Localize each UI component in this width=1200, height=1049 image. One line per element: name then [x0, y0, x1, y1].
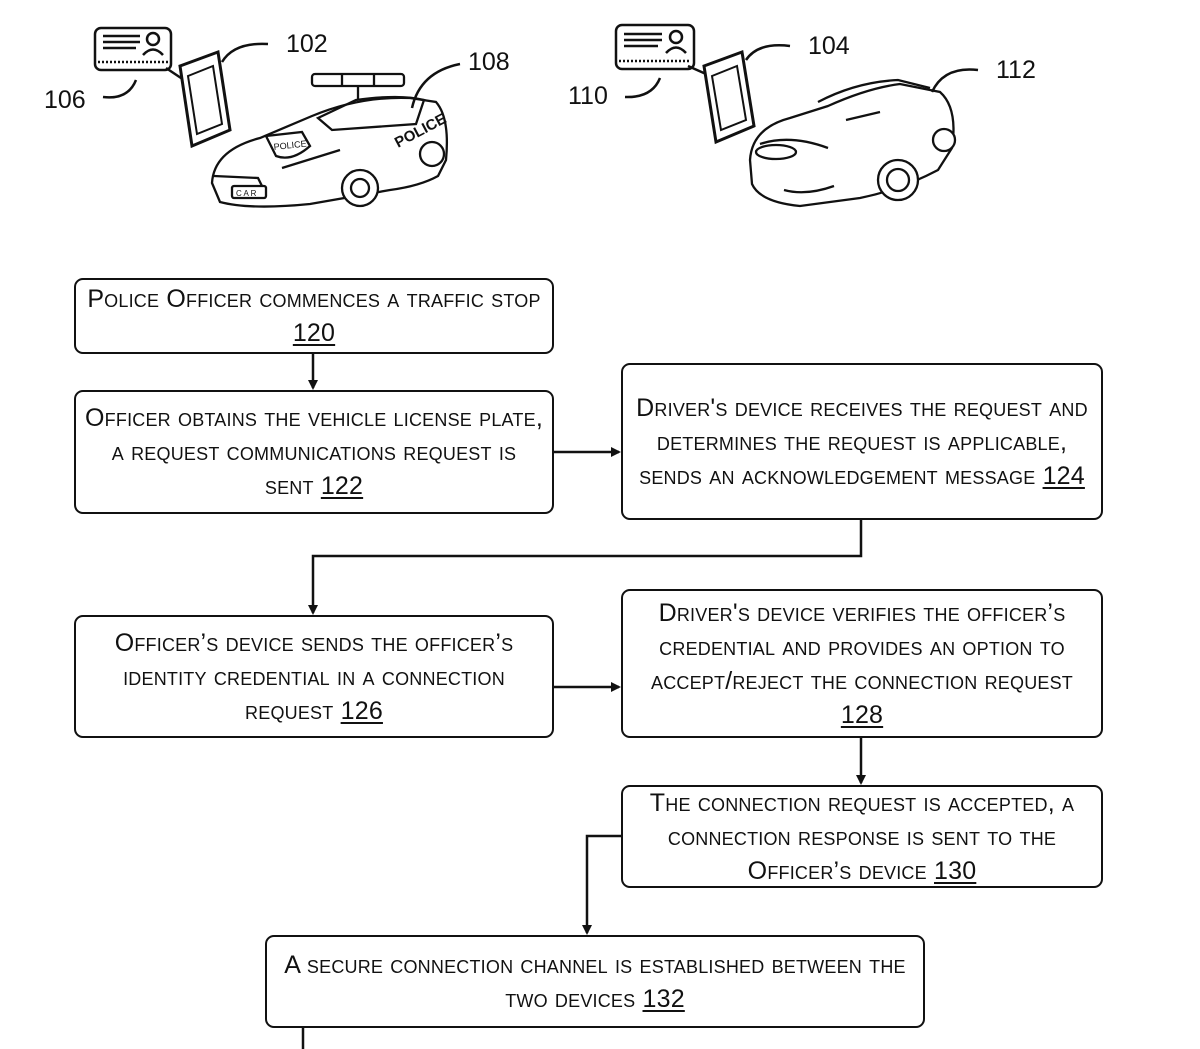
step-122-ref: 122 [320, 472, 364, 500]
step-128-ref: 128 [840, 700, 884, 729]
step-120-box: Police Officer commences a traffic stop 1… [74, 278, 554, 354]
step-128-text: Driver's device verifies the officer’s c… [650, 598, 1073, 695]
police-leader-108 [410, 62, 461, 109]
police-tablet-icon [178, 49, 232, 149]
step-126-box: Officer’s device sends the officer’s ide… [74, 615, 554, 738]
step-120-ref: 120 [292, 319, 336, 347]
step-124-text: Driver's device receives the request and… [636, 393, 1088, 490]
step-122-box: Officer obtains the vehicle license plat… [74, 390, 554, 514]
driver-id-card-icon [614, 23, 696, 71]
police-id-card-icon [93, 26, 173, 72]
step-128-box: Driver's device verifies the officer’s c… [621, 589, 1103, 738]
step-126-ref: 126 [340, 696, 383, 725]
step-126-text: Officer’s device sends the officer’s ide… [114, 628, 514, 725]
driver-tablet-icon [702, 49, 756, 145]
ref-label-110: 110 [568, 82, 608, 110]
driver-card-link [687, 64, 707, 76]
ref-label-104: 104 [808, 32, 850, 60]
arrow-124-to-126 [308, 519, 863, 615]
step-120-text: Police Officer commences a traffic stop [87, 285, 541, 313]
arrow-130-to-132 [582, 834, 623, 935]
ref-label-106: 106 [44, 86, 86, 114]
ref-label-108: 108 [468, 48, 510, 76]
driver-leader-112 [930, 68, 979, 93]
police-leader-106 [102, 79, 138, 99]
step-132-text: A secure connection channel is establish… [284, 950, 906, 1013]
police-badge-text: POLICE [273, 139, 307, 152]
ref-label-102: 102 [286, 30, 328, 58]
step-130-text: The connection request is accepted, a co… [649, 788, 1075, 885]
step-130-box: The connection request is accepted, a co… [621, 785, 1103, 888]
step-124-ref: 124 [1042, 461, 1085, 490]
step-122-text: Officer obtains the vehicle license plat… [85, 404, 543, 500]
police-leader-102 [220, 42, 269, 63]
step-130-ref: 130 [934, 856, 977, 885]
ref-label-112: 112 [996, 56, 1036, 84]
sports-car-icon [748, 78, 957, 208]
step-132-box: A secure connection channel is establish… [265, 935, 925, 1028]
step-132-ref: 132 [642, 984, 685, 1013]
license-plate-text: C A R [236, 189, 257, 198]
police-car-icon [210, 72, 449, 208]
driver-leader-104 [744, 44, 791, 61]
driver-leader-110 [624, 77, 662, 99]
step-124-box: Driver's device receives the request and… [621, 363, 1103, 520]
